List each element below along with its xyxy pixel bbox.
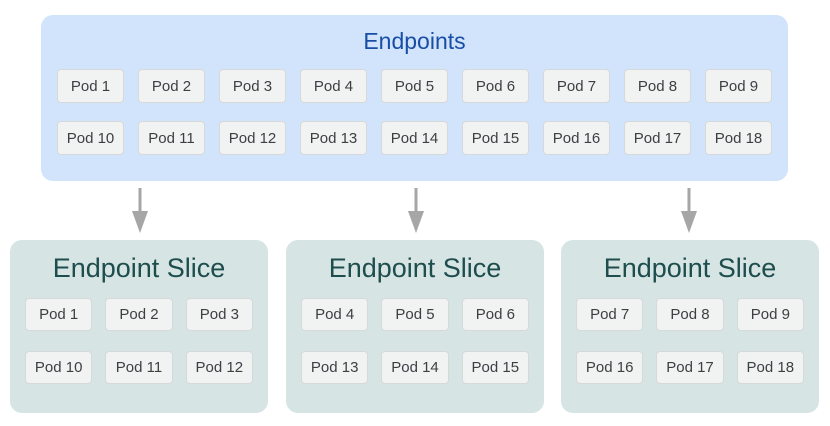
down-arrow-icon <box>681 188 697 233</box>
endpoints-title: Endpoints <box>363 28 466 54</box>
pod: Pod 2 <box>105 298 173 331</box>
pod: Pod 1 <box>57 69 124 103</box>
pod: Pod 7 <box>543 69 610 103</box>
pod: Pod 5 <box>381 298 449 331</box>
slice-pod-grid: Pod 4 Pod 5 Pod 6 Pod 13 Pod 14 Pod 15 <box>286 298 544 384</box>
pod: Pod 3 <box>219 69 286 103</box>
endpoint-slice-title: Endpoint Slice <box>603 253 777 283</box>
pod: Pod 15 <box>462 121 529 155</box>
endpoints-box: Endpoints Pod 1 Pod 2 Pod 3 Pod 4 Pod 5 … <box>41 15 788 181</box>
pod: Pod 9 <box>736 298 804 331</box>
pod: Pod 1 <box>25 298 93 331</box>
pod: Pod 8 <box>624 69 691 103</box>
pod: Pod 8 <box>656 298 724 331</box>
pod: Pod 10 <box>25 351 93 384</box>
pod: Pod 4 <box>300 69 367 103</box>
pod: Pod 4 <box>301 298 369 331</box>
pod: Pod 13 <box>300 121 367 155</box>
pod: Pod 14 <box>381 351 449 384</box>
pod: Pod 6 <box>462 69 529 103</box>
down-arrow-icon <box>132 188 148 233</box>
pod: Pod 11 <box>138 121 205 155</box>
slice-pod-grid: Pod 7 Pod 8 Pod 9 Pod 16 Pod 17 Pod 18 <box>561 298 819 384</box>
down-arrow-icon <box>408 188 424 233</box>
pod: Pod 18 <box>736 351 804 384</box>
endpoint-slice-title: Endpoint Slice <box>52 253 226 283</box>
pod: Pod 2 <box>138 69 205 103</box>
endpoint-slice-box-1: Endpoint Slice Pod 1 Pod 2 Pod 3 Pod 10 … <box>10 240 268 413</box>
slice-pod-grid: Pod 1 Pod 2 Pod 3 Pod 10 Pod 11 Pod 12 <box>10 298 268 384</box>
pod: Pod 18 <box>705 121 772 155</box>
pod: Pod 7 <box>576 298 644 331</box>
pod: Pod 5 <box>381 69 448 103</box>
pod: Pod 14 <box>381 121 448 155</box>
pod: Pod 3 <box>185 298 253 331</box>
pod: Pod 10 <box>57 121 124 155</box>
pod: Pod 15 <box>461 351 529 384</box>
pod: Pod 11 <box>105 351 173 384</box>
endpoint-slice-box-2: Endpoint Slice Pod 4 Pod 5 Pod 6 Pod 13 … <box>286 240 544 413</box>
pod: Pod 16 <box>576 351 644 384</box>
pod: Pod 17 <box>624 121 691 155</box>
endpoint-slice-title: Endpoint Slice <box>328 253 502 283</box>
pod: Pod 13 <box>301 351 369 384</box>
pod: Pod 17 <box>656 351 724 384</box>
pod: Pod 12 <box>219 121 286 155</box>
endpoints-pod-grid: Pod 1 Pod 2 Pod 3 Pod 4 Pod 5 Pod 6 Pod … <box>41 69 788 155</box>
pod: Pod 16 <box>543 121 610 155</box>
pod: Pod 9 <box>705 69 772 103</box>
pod: Pod 6 <box>461 298 529 331</box>
endpoint-slice-box-3: Endpoint Slice Pod 7 Pod 8 Pod 9 Pod 16 … <box>561 240 819 413</box>
pod: Pod 12 <box>185 351 253 384</box>
